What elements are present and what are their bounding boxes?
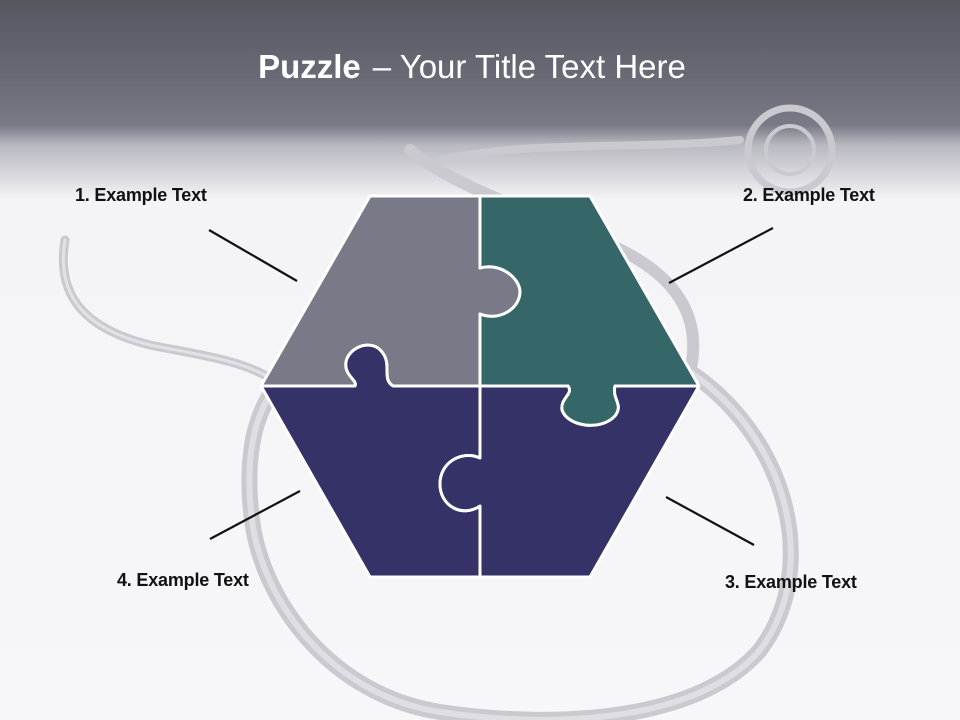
label-3: 3. Example Text [725,572,857,592]
label-1: 1. Example Text [75,185,207,205]
connector-2 [668,227,774,284]
title-banner [0,0,960,200]
connector-lines [208,227,774,546]
label-4: 4. Example Text [117,570,249,590]
connector-4 [209,490,301,540]
title-rest: – Your Title Text Here [372,48,686,85]
connector-1 [208,229,298,282]
slide-title: Puzzle – Your Title Text Here [0,48,944,86]
puzzle-piece-bottom-right [438,384,701,579]
title-bold: Puzzle [258,48,361,85]
label-2: 2. Example Text [743,185,875,205]
connector-3 [665,496,755,546]
